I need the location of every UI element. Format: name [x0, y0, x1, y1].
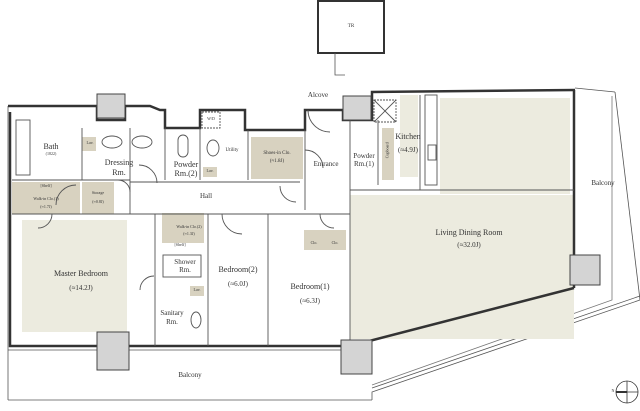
walk-in-closet-1-label: Walk-in Clo.(1): [33, 196, 59, 201]
dressing-label-2: Rm.: [112, 168, 126, 177]
living-dining-label: Living Dining Room: [435, 228, 503, 237]
hall-label: Hall: [199, 192, 213, 200]
master-bedroom-size: (≈14.2J): [69, 284, 93, 292]
bedroom-1-size: (≈6.3J): [300, 297, 320, 305]
shelf-label: [Shelf]: [40, 183, 52, 188]
powder-rm-1-label-b: Rm.(1): [353, 160, 375, 168]
kitchen-label: Kitchen: [395, 132, 421, 141]
balcony-bottom-label: Balcony: [178, 371, 202, 379]
column: [342, 95, 372, 121]
north-label: N: [611, 388, 615, 393]
tr-label: TR: [347, 24, 355, 29]
shoes-clo-size: (≈1.8J): [269, 159, 285, 164]
shower-rm-label-2: Rm.: [179, 266, 191, 274]
dressing-label: Dressing: [104, 158, 134, 167]
entrance-label: Entrance: [313, 160, 339, 168]
balcony-right-label: Balcony: [591, 179, 615, 187]
utility-label: Utility: [225, 148, 239, 153]
column: [96, 93, 126, 119]
bath-label: Bath: [43, 142, 59, 151]
sanitary-rm-label: Sanitary: [160, 309, 184, 317]
shoes-clo-label: Shoes-in Clo.: [263, 151, 291, 156]
closet-label: Clo.: [310, 240, 318, 245]
storage-label: Storage: [91, 190, 105, 195]
shower-rm-label: Shower: [174, 258, 196, 266]
lav-label: Lav.: [193, 287, 201, 292]
kitchen-size: (≈4.9J): [398, 146, 418, 154]
cupboard-label: Cupboard: [384, 142, 390, 159]
shelf-label: [Shelf]: [174, 242, 186, 247]
living-dining-size: (≈32.0J): [457, 241, 481, 249]
powder-rm-1-label: Powder: [353, 152, 375, 160]
walk-in-closet-1-size: (≈1.7J): [40, 204, 52, 209]
closet-label: Clo.: [331, 240, 339, 245]
alcove-label: Alcove: [307, 91, 329, 99]
living-floor: [350, 195, 574, 339]
bedroom-1-label: Bedroom(1): [290, 282, 330, 291]
lav-label: Lav.: [206, 168, 214, 173]
wd-label: W/D: [207, 116, 215, 121]
column: [96, 331, 130, 371]
north-arrow-icon: [615, 380, 639, 404]
powder-rm-2-label: Powder: [173, 160, 199, 169]
lav-label: Lav.: [86, 140, 94, 145]
column: [340, 339, 373, 375]
master-bedroom-label: Master Bedroom: [54, 269, 108, 278]
bedroom-2-label: Bedroom(2): [218, 265, 258, 274]
bedroom-2-size: (≈6.0J): [228, 280, 248, 288]
bath-size: (1822): [45, 151, 57, 156]
powder-rm-2-label-b: Rm.(2): [174, 169, 198, 178]
walk-in-closet-2-label: Walk-in Clo.(2): [176, 224, 202, 229]
sanitary-rm-label-2: Rm.: [166, 318, 178, 326]
tr-room: [317, 0, 385, 54]
storage-size: (≈0.8J): [92, 199, 104, 204]
walk-in-closet-2-size: (≈1.3J): [183, 231, 195, 236]
column: [569, 254, 601, 286]
master-floor: [22, 220, 127, 332]
